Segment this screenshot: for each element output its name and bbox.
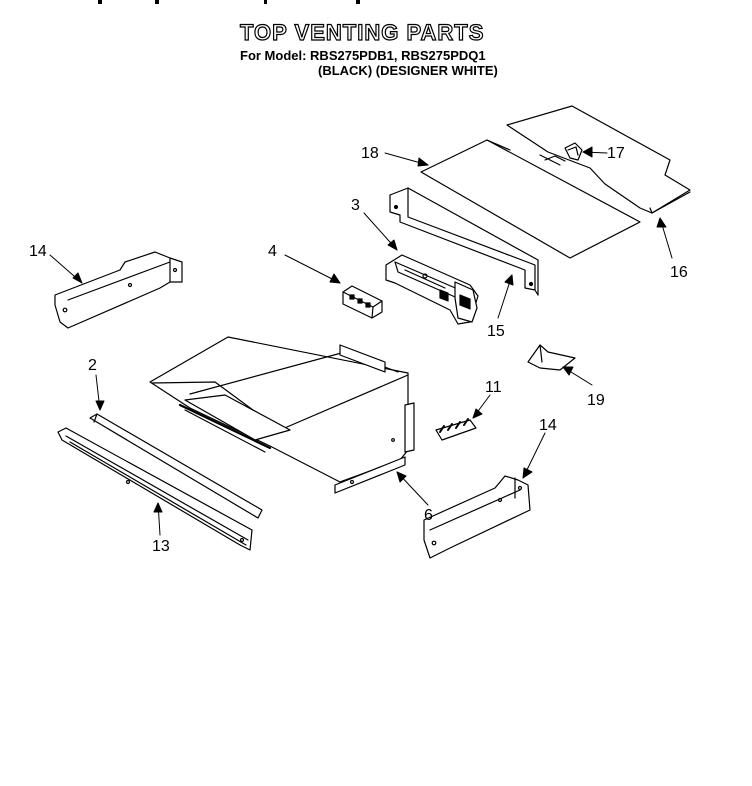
callout-4: 4: [268, 243, 277, 260]
top-edge-mark: [98, 0, 102, 4]
part-15-channel: [389, 187, 539, 296]
part-19-small-bracket: [527, 344, 576, 371]
callout-15: 15: [487, 323, 505, 340]
part-13-lower-rail: [57, 427, 253, 551]
callout-labels: 18 17 3 16 14 4 15 2 11 19 14 6 13: [29, 145, 688, 555]
part-16-top-cover: [506, 105, 691, 214]
title-block: TOP VENTING PARTS For Model: RBS275PDB1,…: [0, 0, 752, 90]
part-18-vent-panel: [420, 139, 641, 259]
callout-13: 13: [152, 538, 170, 555]
diagram-title: TOP VENTING PARTS: [239, 19, 485, 45]
callout-14-left: 14: [29, 243, 47, 260]
callout-16: 16: [670, 264, 688, 281]
leader-lines: [49, 146, 673, 536]
model-numbers: For Model: RBS275PDB1, RBS275PDQ1: [240, 48, 486, 63]
callout-14-right: 14: [539, 417, 557, 434]
part-6-hood-housing: [149, 336, 415, 494]
callout-17: 17: [607, 145, 625, 162]
callout-6: 6: [424, 507, 433, 524]
part-14-left-bracket: [54, 251, 183, 329]
color-variants: (BLACK) (DESIGNER WHITE): [318, 63, 498, 78]
part-17-clip: [564, 142, 583, 161]
part-4-connector: [342, 285, 383, 319]
callout-19: 19: [587, 392, 605, 409]
part-3-fan-assembly: [385, 254, 479, 325]
top-edge-mark: [155, 0, 159, 4]
top-edge-mark: [264, 0, 267, 4]
part-2-trim-strip: [89, 413, 263, 519]
callout-18: 18: [361, 145, 379, 162]
part-14-right-bracket: [423, 475, 531, 559]
top-edge-mark: [356, 0, 360, 4]
part-11-terminal-strip: [435, 418, 477, 441]
callout-11: 11: [485, 379, 502, 396]
callout-2: 2: [88, 357, 97, 374]
callout-3: 3: [351, 197, 360, 214]
